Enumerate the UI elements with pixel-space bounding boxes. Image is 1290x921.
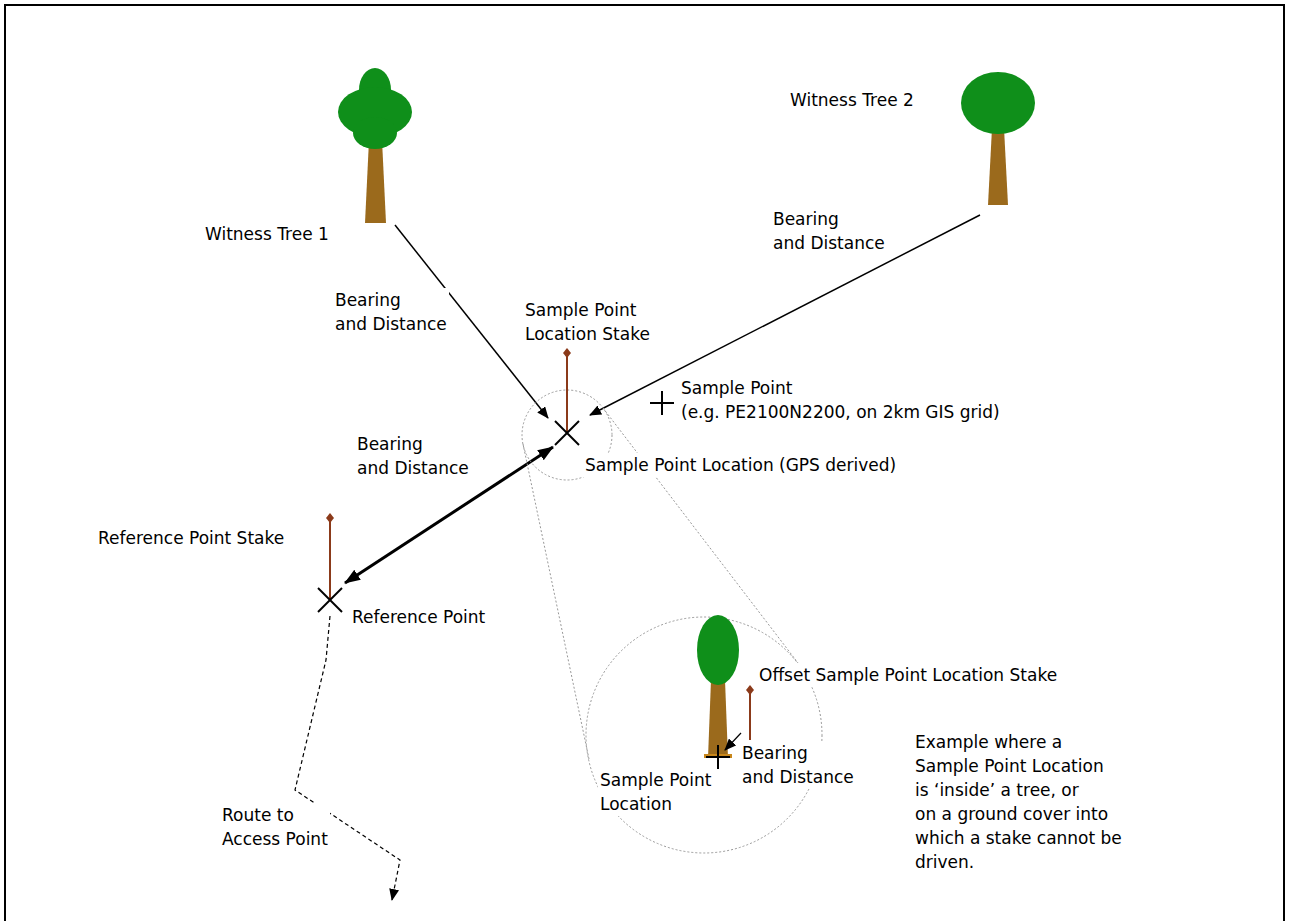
text-line: Sample Point Location	[915, 754, 1122, 778]
text-line: Location	[600, 792, 711, 816]
text-line: Example where a	[915, 730, 1122, 754]
stake	[329, 520, 331, 600]
tree-crown	[697, 615, 739, 685]
inset-tree	[697, 615, 739, 769]
text-line: Location Stake	[525, 322, 650, 346]
text-line: Bearing	[742, 741, 854, 765]
location-cross	[555, 421, 579, 445]
reference-cross	[318, 588, 342, 612]
text-line: and Distance	[773, 231, 885, 255]
route-label: Route to Access Point	[220, 803, 330, 851]
bearing-label: Bearing and Distance	[740, 741, 856, 789]
sample-point-label: Sample Point (e.g. PE2100N2200, on 2km G…	[679, 376, 1002, 424]
tree-trunk	[365, 140, 386, 223]
text-line: driven.	[915, 850, 1122, 874]
bearing-arrow	[345, 447, 553, 583]
text-line: on a ground cover into	[915, 802, 1122, 826]
witness-tree-2	[961, 72, 1035, 205]
location-label: Sample Point Location	[598, 768, 713, 816]
bearing-label: Bearing and Distance	[771, 207, 887, 255]
tree-label: Witness Tree 1	[203, 222, 331, 246]
stake-head	[326, 513, 334, 523]
text-line: Access Point	[222, 827, 328, 851]
text-line: Sample Point	[600, 768, 711, 792]
note-text: Example where a Sample Point Location is…	[913, 730, 1124, 874]
reference-label: Reference Point	[350, 605, 487, 629]
stake	[566, 355, 568, 433]
frame	[5, 5, 1284, 921]
offset-arrow	[725, 733, 741, 750]
text-line: which a stake cannot be	[915, 826, 1122, 850]
text-line: Sample Point	[525, 298, 650, 322]
tree-crown	[353, 117, 397, 149]
reference-cross	[318, 588, 342, 612]
zoom-line	[603, 408, 798, 663]
stake-head	[563, 348, 571, 358]
witness-tree-1	[338, 68, 412, 223]
location-cross	[555, 421, 579, 445]
bearing-label: Bearing and Distance	[355, 432, 471, 480]
text-line: Route to	[222, 803, 328, 827]
text-line: and Distance	[335, 312, 447, 336]
text-line: is ‘inside’ a tree, or	[915, 778, 1122, 802]
text-line: Sample Point	[681, 376, 1000, 400]
text-line: Bearing	[335, 288, 447, 312]
text-line: (e.g. PE2100N2200, on 2km GIS grid)	[681, 400, 1000, 424]
bearing-label: Bearing and Distance	[333, 288, 449, 336]
sample-point-plus	[661, 391, 663, 415]
stake-label: Offset Sample Point Location Stake	[757, 663, 1059, 687]
text-line: Bearing	[357, 432, 469, 456]
stake-label: Reference Point Stake	[96, 526, 286, 550]
tree-crown	[961, 72, 1035, 134]
zoom-line	[523, 444, 589, 759]
text-line: and Distance	[742, 765, 854, 789]
tree-label: Witness Tree 2	[788, 88, 916, 112]
stake	[749, 692, 751, 740]
text-line: Bearing	[773, 207, 885, 231]
sample-point-plus	[717, 745, 719, 769]
stake-head	[746, 685, 754, 695]
text-line: and Distance	[357, 456, 469, 480]
stake-label: Sample Point Location Stake	[523, 298, 652, 346]
route-line	[295, 616, 400, 900]
location-label: Sample Point Location (GPS derived)	[583, 453, 898, 477]
tree-trunk	[988, 128, 1008, 205]
